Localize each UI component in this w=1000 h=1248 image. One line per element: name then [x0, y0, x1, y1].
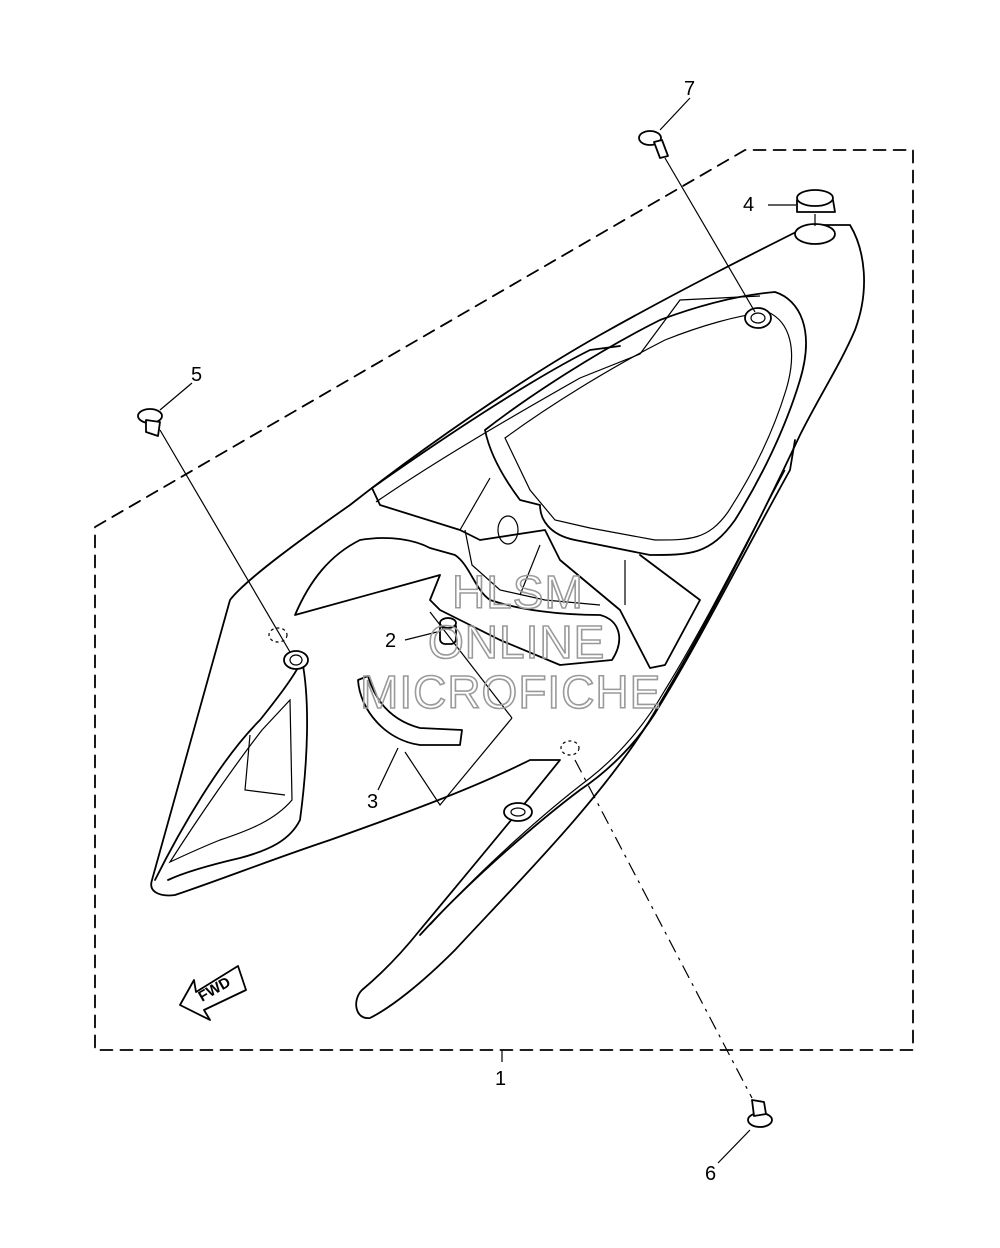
assembly-boundary: [94, 149, 914, 1051]
callout-1[interactable]: 1: [495, 1068, 506, 1090]
watermark-line-1: HLSM: [452, 566, 584, 618]
part-2-fastener[interactable]: [404, 617, 457, 645]
part-7-screw[interactable]: [638, 97, 756, 313]
watermark-line-3: MICROFICHE: [360, 666, 661, 718]
part-6-rivet[interactable]: [574, 759, 773, 1164]
callout-5[interactable]: 5: [191, 364, 202, 386]
part-4-cap[interactable]: [768, 189, 836, 226]
callout-6[interactable]: 6: [705, 1163, 716, 1185]
callout-7[interactable]: 7: [684, 78, 695, 100]
callout-2[interactable]: 2: [385, 630, 396, 652]
part-3-strip[interactable]: [357, 611, 513, 807]
callout-4[interactable]: 4: [743, 194, 754, 216]
callout-3[interactable]: 3: [367, 791, 378, 813]
watermark-line-2: ONLINE: [428, 616, 605, 668]
part-5-rivet[interactable]: [137, 382, 291, 653]
watermark: HLSM ONLINE MICROFICHE: [359, 565, 661, 719]
forward-direction-arrow: FWD: [179, 965, 247, 1021]
tail-cowl-assembly[interactable]: [150, 223, 865, 1019]
